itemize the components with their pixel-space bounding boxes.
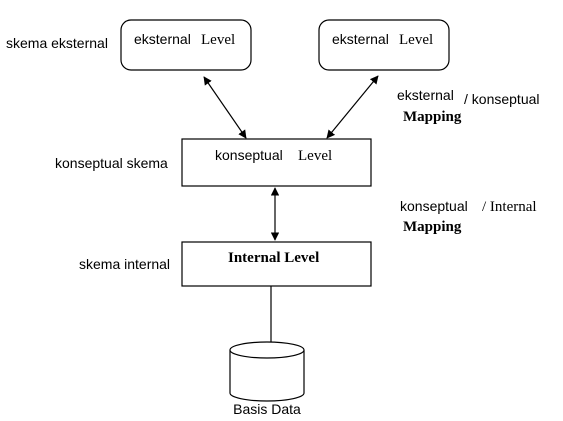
internal-level-label: Internal Level <box>228 250 319 266</box>
conceptual-schema-label: konseptual skema <box>55 155 168 171</box>
external-level-left-label-part2: Level <box>201 32 235 48</box>
conceptual-level-label-part2: Level <box>298 148 332 164</box>
external-level-box-right: eksternal Level <box>318 19 450 71</box>
mapping-ext-part3: Mapping <box>403 109 462 125</box>
database-cylinder-icon <box>229 341 305 402</box>
arrow-external-right-to-conceptual <box>326 75 379 139</box>
mapping-ext-part2: / konseptual <box>464 91 540 107</box>
mapping-ext-part1: eksternal <box>397 87 454 103</box>
external-level-right-label-part1: eksternal <box>332 31 389 47</box>
mapping-int-part1: konseptual <box>400 198 468 214</box>
conceptual-level-box: konseptual Level <box>181 138 372 187</box>
internal-level-box: Internal Level <box>181 241 372 287</box>
external-level-right-label-part2: Level <box>399 32 433 48</box>
external-level-box-left: eksternal Level <box>120 19 252 71</box>
external-schema-label: skema eksternal <box>6 35 108 51</box>
mapping-int-part2: / Internal <box>482 199 537 215</box>
conceptual-internal-mapping-label: konseptual / Internal Mapping <box>400 198 537 235</box>
mapping-int-part3: Mapping <box>403 219 462 235</box>
external-conceptual-mapping-label: eksternal / konseptual Mapping <box>397 87 540 125</box>
arrow-external-left-to-conceptual <box>203 76 247 139</box>
database-label: Basis Data <box>233 401 301 417</box>
conceptual-level-label-part1: konseptual <box>215 147 283 163</box>
internal-schema-label: skema internal <box>79 256 170 272</box>
external-level-left-label-part1: eksternal <box>134 31 191 47</box>
